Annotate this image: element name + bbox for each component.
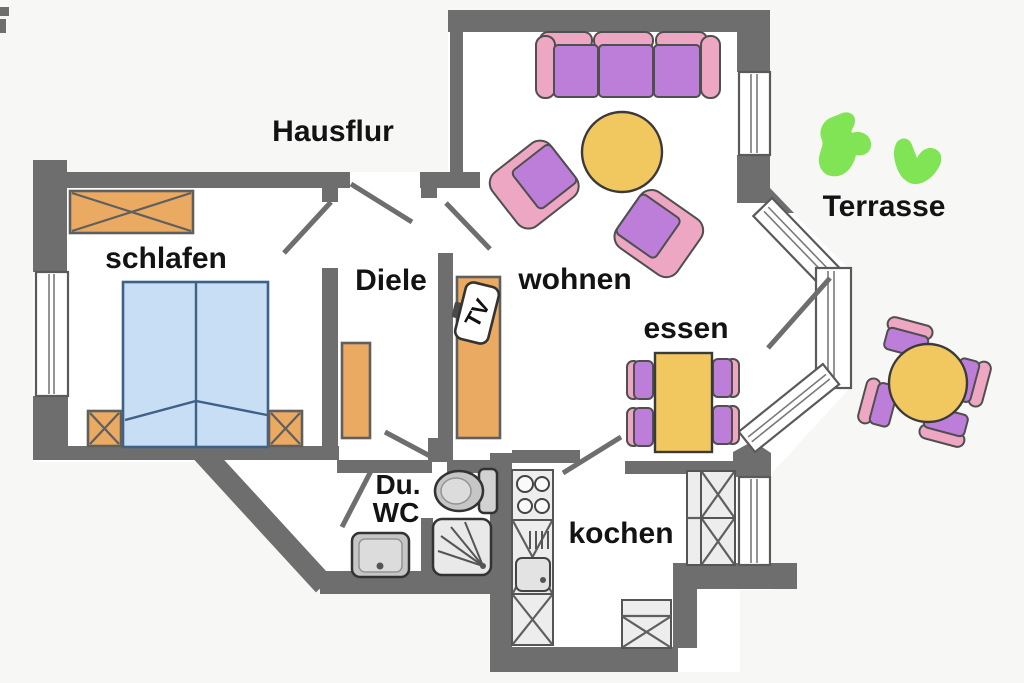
bathroom-door-swing	[339, 469, 374, 529]
wall-edge-nub-1	[0, 7, 9, 16]
label-schlafen: schlafen	[105, 242, 227, 275]
dining-chair-left-1	[626, 360, 654, 400]
bathroom-fixtures	[350, 467, 499, 579]
tv-set: TV	[451, 281, 501, 345]
wall-diagonal	[193, 444, 333, 593]
window-living-right	[737, 70, 772, 157]
window-kitchen-right	[737, 475, 772, 567]
plant-1	[818, 112, 872, 177]
windows	[34, 70, 853, 567]
wall-bedroom-right-stub	[322, 186, 338, 202]
wardrobe	[68, 189, 195, 235]
wall-hall-right-block	[428, 438, 453, 462]
window-bay-lower	[737, 362, 841, 454]
label-diele: Diele	[355, 264, 427, 297]
label-essen: essen	[643, 312, 728, 345]
kitchen-cabinet-column-right	[686, 470, 736, 566]
bedroom-furniture	[68, 189, 304, 449]
hall-living-door-swing	[444, 201, 492, 251]
armchair-left	[488, 139, 580, 230]
kitchen-door-swing	[561, 434, 623, 476]
terrace-furniture	[818, 112, 992, 448]
bathroom-sink	[350, 531, 411, 579]
shower	[431, 517, 493, 577]
dining-chair-left-2	[626, 407, 654, 447]
wall-hausflur-top	[60, 172, 350, 188]
kitchen-cabinet-bottom-center	[621, 599, 672, 649]
entrance-door-swing	[349, 181, 414, 225]
window-bedroom-left	[34, 270, 70, 398]
coffee-table	[580, 110, 664, 194]
living-furniture	[488, 31, 721, 279]
label-wc: WC	[373, 497, 420, 528]
dining-table	[653, 351, 714, 454]
kitchen-cabinet-bottom-left	[511, 593, 554, 646]
bedroom-door-swing	[282, 200, 333, 255]
wall-bedroom-right	[322, 268, 338, 448]
tv-screen	[453, 281, 501, 345]
wall-entry-pillar	[421, 172, 437, 198]
dining-chair-right-2	[712, 405, 740, 445]
wall-living-right-mid	[737, 155, 770, 203]
wall-bay-bottom-corner	[733, 441, 771, 477]
room-labels: Hausflur schlafen Diele wohnen essen Ter…	[105, 115, 945, 550]
wall-hall-right	[438, 253, 453, 439]
terrace-table	[887, 342, 969, 424]
hall-furniture: TV	[340, 275, 502, 440]
wall-kitchen-top-left-stub	[512, 450, 580, 463]
hall-bath-door-swing	[383, 429, 432, 459]
toilet	[433, 467, 499, 515]
label-terrasse: Terrasse	[823, 190, 946, 223]
stove	[511, 469, 554, 521]
wall-edge-nub-2	[0, 19, 6, 33]
wall-living-left	[450, 30, 463, 175]
door-swings	[282, 181, 832, 529]
wall-shower-stub	[421, 518, 433, 576]
terrace-door-swing	[766, 276, 832, 350]
plant-2	[893, 138, 942, 185]
kitchen-sink-unit	[511, 519, 554, 595]
double-bed	[121, 280, 270, 449]
label-du: Du.	[375, 469, 420, 500]
label-kochen: kochen	[568, 517, 673, 550]
wall-bedroom-bottom	[33, 446, 339, 460]
dining-chair-right-1	[712, 358, 740, 398]
wall-kitchen-right-lower	[673, 563, 697, 648]
walls	[0, 7, 797, 672]
label-wohnen: wohnen	[517, 263, 631, 296]
wall-living-right-top	[737, 10, 770, 72]
label-hausflur: Hausflur	[272, 115, 394, 148]
wall-living-top	[448, 10, 770, 32]
wall-bath-top-left	[337, 460, 432, 473]
sofa	[535, 31, 721, 99]
nightstand-left	[86, 409, 123, 448]
terrace-chair-top	[883, 316, 934, 359]
armchair-right	[613, 188, 705, 279]
hall-cabinet	[340, 341, 372, 440]
nightstand-right	[267, 409, 304, 448]
wall-kitchen-bottom	[490, 647, 678, 672]
dining-furniture	[626, 351, 740, 454]
kitchen-fixtures	[511, 469, 736, 649]
